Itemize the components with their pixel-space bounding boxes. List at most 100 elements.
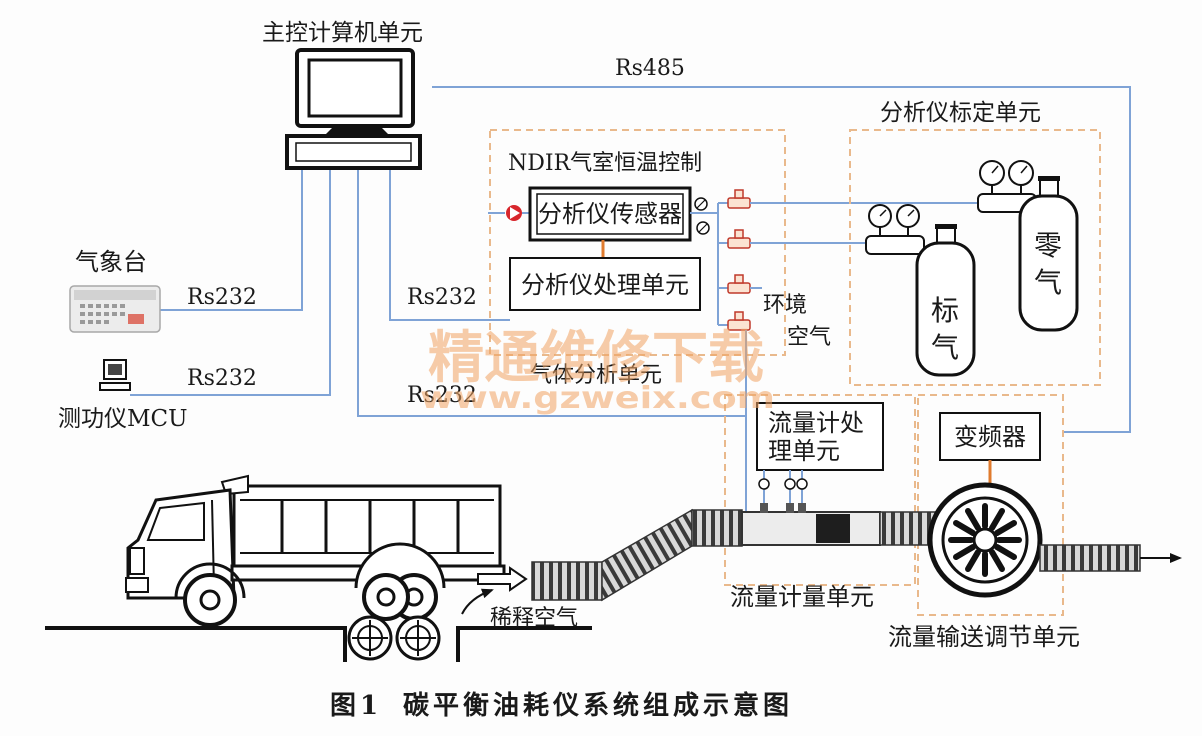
- span-gas-cylinder: [865, 204, 976, 377]
- cylinder-handle: [1038, 176, 1060, 181]
- rs232-weather-label: Rs232: [187, 285, 257, 310]
- gauge-icon: [696, 221, 710, 235]
- computer-base-inner: [295, 142, 412, 162]
- weather-station-label: 气象台: [75, 248, 147, 276]
- gauge-needle: [907, 209, 915, 217]
- ground-line: [45, 626, 347, 662]
- ambient-air-label-1: 环境: [763, 293, 807, 318]
- rs485-line: [432, 86, 1131, 433]
- analyzer-sensor-box: [528, 186, 692, 242]
- sensor-outer-frame: [528, 186, 692, 242]
- mcu-base: [99, 382, 131, 391]
- mcu-screen: [108, 364, 122, 375]
- valve-icon: [727, 311, 751, 331]
- flow-processor-box: [756, 402, 884, 471]
- gauge-needle: [879, 209, 887, 217]
- valve-icon: [727, 274, 751, 294]
- pump-icon: [506, 205, 522, 221]
- dilution-air-arrow-icon: [461, 588, 494, 615]
- front-fender: [174, 562, 246, 599]
- analyzer-processor-box: [509, 257, 701, 311]
- gauge-icon: [796, 478, 808, 490]
- gauge-needle: [1020, 165, 1028, 174]
- dyno-roller-icon: [347, 615, 393, 661]
- cylinder-body: [915, 241, 976, 377]
- valve-manifold: [717, 202, 728, 326]
- monitor-screen: [307, 58, 403, 118]
- inverter-label: 变频器: [954, 423, 1026, 451]
- pump-arrow: [510, 207, 520, 219]
- blower-fan-icon: [927, 482, 1043, 598]
- rs485-label: Rs485: [615, 56, 685, 81]
- gauge-icon: [694, 197, 708, 211]
- zero-gas-cylinder: [977, 160, 1079, 332]
- figure-title: 碳平衡油耗仪系统组成示意图: [403, 690, 793, 721]
- weather-link-line: [160, 168, 303, 311]
- gauge-icon: [784, 478, 796, 490]
- dyno-mcu-label: 测功仪MCU: [58, 406, 188, 432]
- gauge-icon: [758, 478, 770, 490]
- rear-hub: [376, 587, 396, 607]
- flow-transport-unit-boundary: [917, 394, 1064, 616]
- bumper: [125, 577, 149, 593]
- span-gas-label-1: 标: [931, 294, 959, 327]
- weather-device-grid: [80, 304, 125, 324]
- computer-base: [285, 134, 422, 170]
- fan-hub: [972, 527, 998, 553]
- ambient-air-label-2: 空气: [787, 325, 831, 350]
- cylinder-body: [1018, 194, 1079, 332]
- mcu-link-line: [130, 168, 331, 396]
- truck-icon: [125, 474, 506, 627]
- zero-gas-label-1: 零: [1034, 229, 1062, 262]
- zero-gas-label-2: 气: [1034, 266, 1062, 299]
- dilution-air-label: 稀释空气: [490, 606, 578, 631]
- hose-segment: [531, 561, 603, 601]
- flow-meter-pipe: [741, 511, 881, 546]
- inverter-box: [939, 412, 1041, 461]
- fan-blades: [948, 503, 1022, 577]
- weather-device-top: [74, 290, 156, 300]
- flow-measurement-unit-boundary: [724, 394, 916, 586]
- analyzer-sensor-label: 分析仪传感器: [538, 200, 682, 228]
- front-hub: [199, 589, 221, 611]
- hose-bend: [601, 508, 693, 602]
- rs232-flow-label: Rs232: [407, 383, 477, 408]
- main-computer-label: 主控计算机单元: [262, 20, 423, 46]
- sensor-inner-frame: [536, 193, 684, 235]
- dyno-roller-icon: [395, 615, 441, 661]
- cab-window: [146, 501, 205, 541]
- bed-ribs: [280, 500, 460, 553]
- figure-number: 图1: [330, 691, 382, 721]
- flow-sensor-lines: [763, 470, 803, 505]
- flow-transport-unit-label: 流量输送调节单元: [888, 623, 1080, 651]
- exhaust-arrow-icon: [477, 566, 528, 592]
- rs232-gas-label: Rs232: [407, 285, 477, 310]
- watermark-line-2: www.gzweix.com: [420, 381, 775, 416]
- hose-segment: [691, 509, 743, 547]
- calibration-unit-label: 分析仪标定单元: [880, 100, 1041, 126]
- gas-analysis-unit-label: 气体分析单元: [530, 363, 662, 388]
- analyzer-processor-label: 分析仪处理单元: [521, 271, 689, 299]
- span-gas-regulator-body: [865, 235, 925, 255]
- valve-icon: [727, 229, 751, 249]
- cylinder-handle: [935, 224, 957, 229]
- rs232-mcu-label: Rs232: [187, 366, 257, 391]
- desktop-computer-icon: [285, 48, 422, 170]
- outlet-hose: [1039, 544, 1141, 572]
- flow-measurement-unit-label: 流量计量单元: [730, 583, 874, 611]
- monitor-stand: [326, 126, 388, 134]
- flow-processor-label-1: 流量计处: [768, 409, 864, 437]
- weather-device-indicator: [128, 314, 144, 324]
- span-gas-label-2: 气: [931, 331, 959, 364]
- cylinder-valve: [1039, 179, 1059, 197]
- flow-meter-core: [816, 514, 850, 543]
- computer-icon: [99, 359, 131, 391]
- flow-processor-label-2: 理单元: [768, 437, 840, 465]
- weather-station-device: [69, 285, 161, 333]
- gas-analysis-unit-boundary: [489, 129, 786, 356]
- watermark-line-1: 精通维修下载: [428, 326, 764, 391]
- flow-link-line: [357, 168, 746, 417]
- calibration-unit-boundary: [849, 129, 1101, 386]
- headlight: [129, 547, 145, 575]
